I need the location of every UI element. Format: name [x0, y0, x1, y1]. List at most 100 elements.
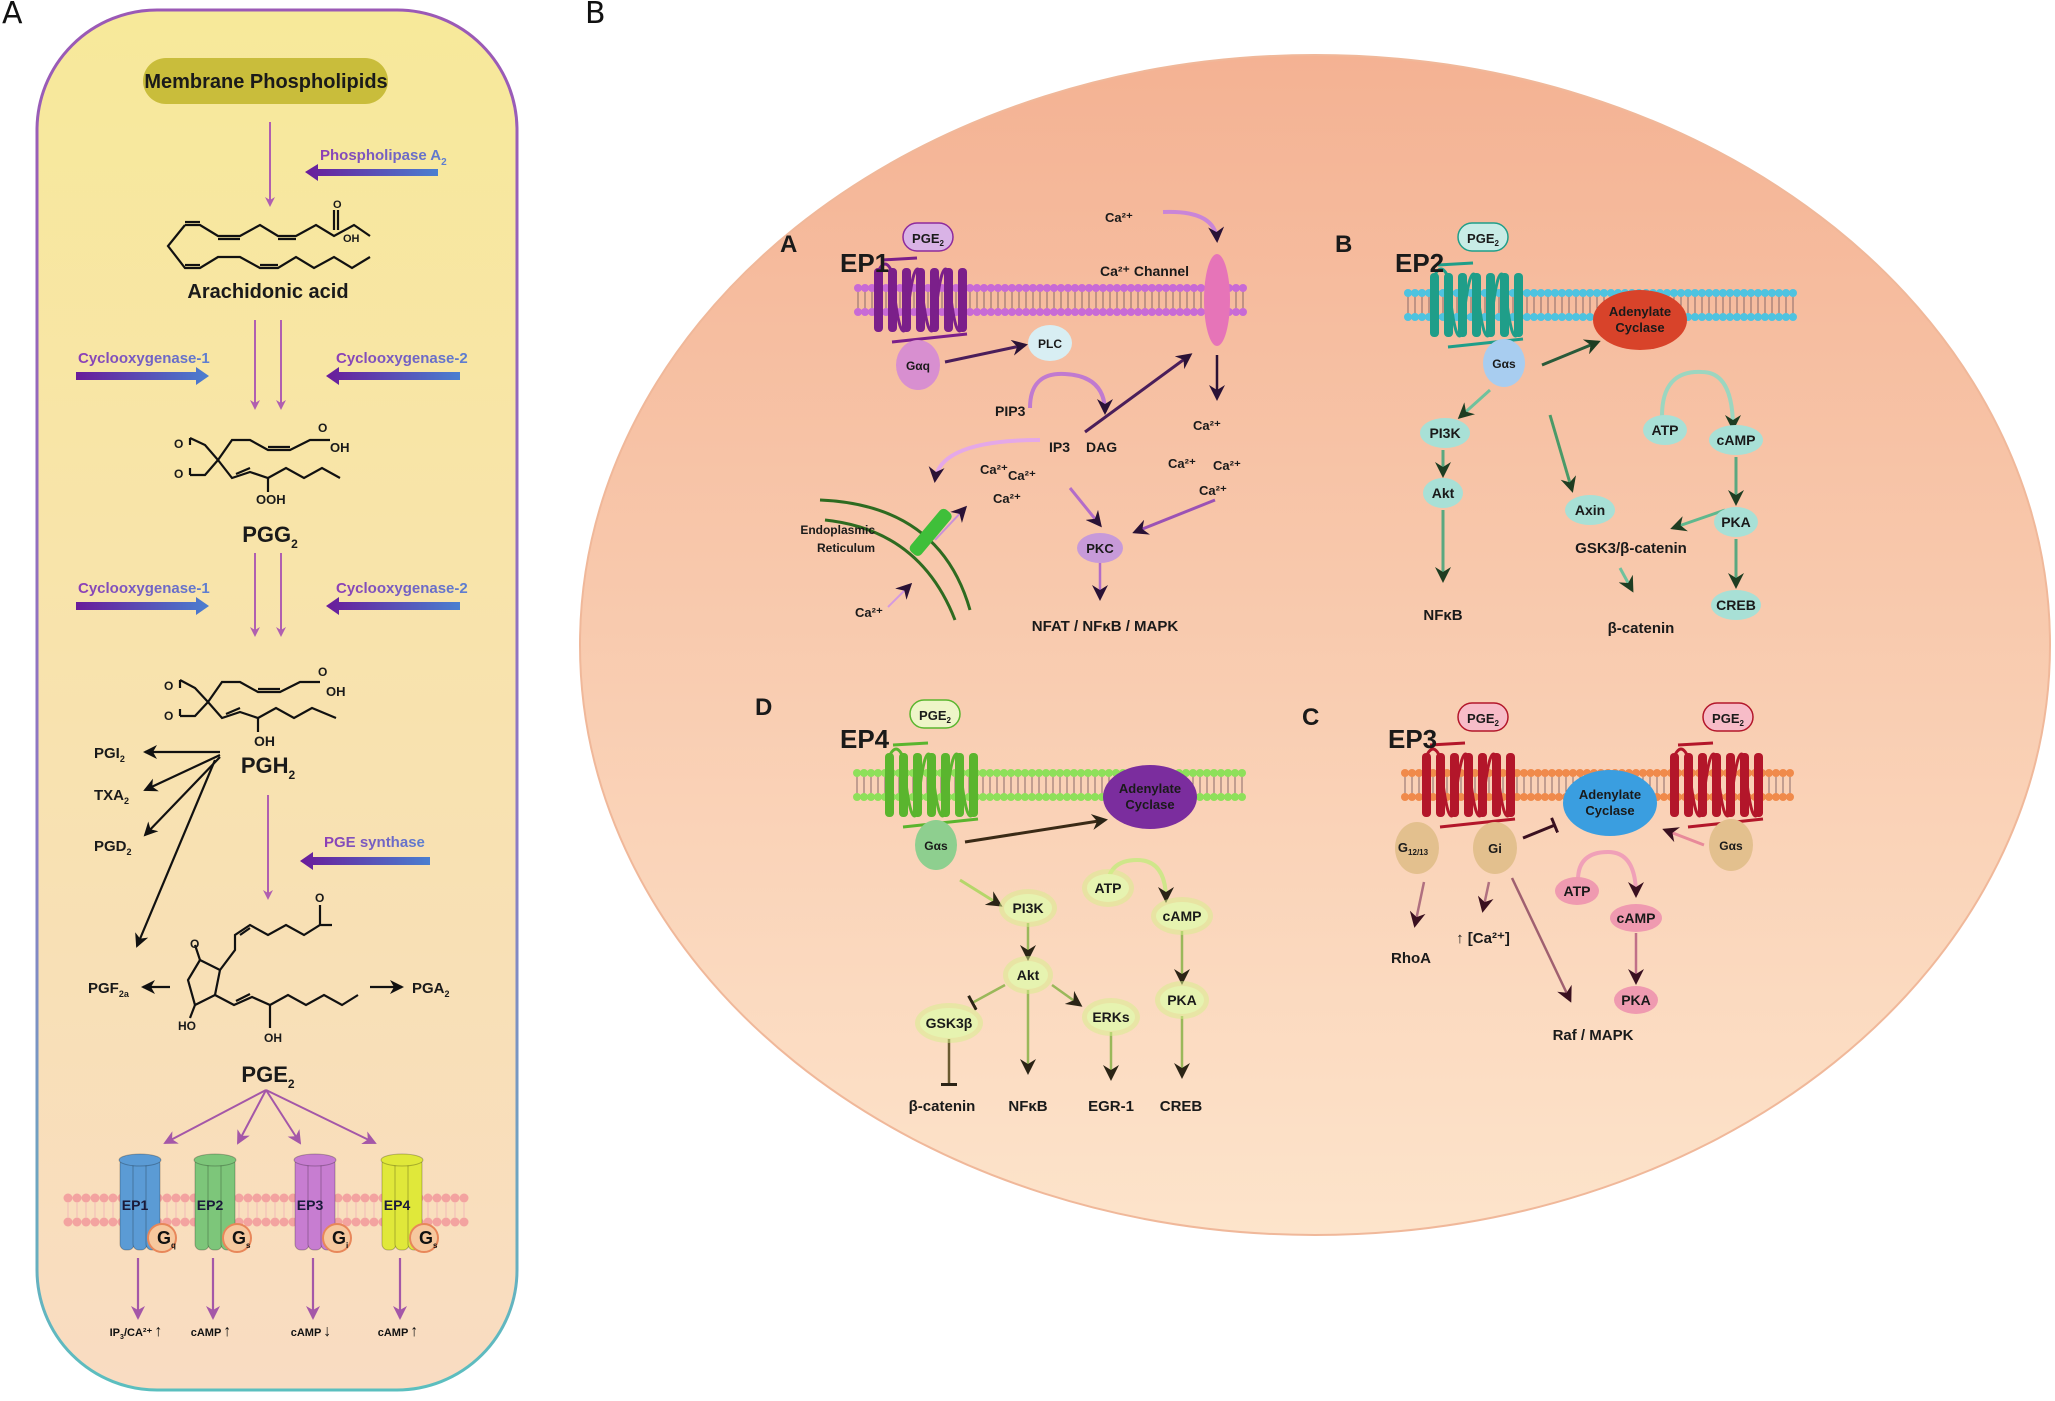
svg-text:PKC: PKC — [1086, 541, 1114, 556]
signal-arrow — [1510, 877, 1572, 1003]
receptor-7tm-ep4 — [885, 741, 979, 829]
svg-text:Gαs: Gαs — [1492, 357, 1516, 371]
lipid-head — [450, 1193, 460, 1203]
panel-a-biosynthesis: Membrane Phospholipids Phospholipase A2 … — [35, 8, 519, 1392]
ca-ion: Ca²⁺ — [1168, 456, 1196, 471]
ca-ion: Ca²⁺ — [1199, 483, 1227, 498]
ca-channel — [1204, 254, 1230, 346]
lipid-head — [423, 1193, 433, 1203]
ca-ion: Ca²⁺ — [855, 605, 883, 620]
ep2-bcatenin: β-catenin — [1608, 620, 1675, 637]
svg-text:Akt: Akt — [1432, 485, 1455, 501]
lipid-head — [171, 1217, 181, 1227]
ip3-receptor-channel — [909, 508, 952, 556]
lipid-head — [369, 1193, 379, 1203]
lipid-head — [180, 1217, 190, 1227]
svg-text:PKA: PKA — [1621, 992, 1651, 1008]
lipid-head — [171, 1193, 181, 1203]
node-gas — [915, 820, 957, 870]
panel-a-frame — [35, 8, 519, 1392]
node-g1213 — [1395, 822, 1439, 874]
ligand-pge2 — [1457, 222, 1509, 252]
ca-channel-label: Ca²⁺ Channel — [1100, 263, 1189, 279]
node-creb — [1711, 590, 1761, 620]
lipid-head — [351, 1193, 361, 1203]
ligand-pge2 — [1702, 702, 1754, 732]
ep4-output-bcatenin: β-catenin — [909, 1098, 976, 1115]
svg-text:PKA: PKA — [1721, 514, 1751, 530]
atom-label: OOH — [256, 492, 286, 507]
pgg2-structure — [188, 437, 341, 492]
ligand-pge2 — [902, 222, 954, 252]
svg-text:ATP: ATP — [1564, 883, 1591, 899]
node-gas — [1709, 819, 1753, 871]
receptor-label: EP2 — [197, 1197, 224, 1213]
arrow-icon: ↑ — [154, 1323, 162, 1340]
ep2-gsk3-bcatenin: GSK3/β-catenin — [1575, 540, 1687, 557]
receptor-ep1: EP1 — [840, 248, 889, 278]
pge2-structure — [186, 905, 359, 1028]
svg-text:Gαs: Gαs — [1719, 839, 1743, 853]
svg-text:CREB: CREB — [1716, 597, 1756, 613]
er-label: Reticulum — [817, 541, 875, 555]
ep3-calcium: ↑ [Ca²⁺] — [1456, 930, 1510, 947]
atom-label: OH — [326, 684, 346, 699]
signal-arrow — [1477, 881, 1494, 913]
lipid-head — [180, 1193, 190, 1203]
svg-text:Cyclase: Cyclase — [1615, 320, 1664, 335]
pgh2-structure — [178, 679, 337, 732]
enzyme-arrow-cox2 — [326, 367, 460, 385]
compound-pge2: PGE2 — [241, 1062, 294, 1091]
signal-arrow — [1660, 369, 1741, 431]
lipid-head — [81, 1217, 91, 1227]
lipid-head — [234, 1193, 244, 1203]
ep3-raf-mapk: Raf / MAPK — [1553, 1027, 1634, 1044]
quadrant-letter-a: A — [780, 231, 797, 258]
ca-ion: Ca²⁺ — [980, 462, 1008, 477]
side-product-pga2: PGA2 — [412, 980, 450, 999]
svg-text:PLC: PLC — [1038, 337, 1062, 351]
node-atp — [1087, 874, 1129, 902]
svg-text:PI3K: PI3K — [1012, 900, 1043, 916]
lipid-head — [351, 1217, 361, 1227]
signal-arrow — [1068, 487, 1102, 528]
atom-label: O — [174, 437, 183, 451]
ligand-label: PGE2 — [912, 231, 944, 248]
lipid-head — [108, 1217, 118, 1227]
signal-arrow — [1670, 508, 1726, 532]
lipid-head — [342, 1193, 352, 1203]
receptor-ep3: EP3 — [1388, 724, 1437, 754]
node-pka — [1714, 507, 1758, 537]
arrow-icon: ↓ — [323, 1323, 331, 1340]
receptor-label: EP3 — [297, 1197, 324, 1213]
signal-arrow — [1541, 339, 1601, 367]
lipid-head — [72, 1193, 82, 1203]
side-product-pgi2: PGI2 — [94, 745, 125, 764]
signal-arrow — [887, 582, 913, 608]
atom-label: OH — [343, 233, 360, 245]
signal-arrow — [1576, 849, 1644, 898]
node-pkc — [1077, 533, 1123, 563]
compound-pgg2: PGG2 — [242, 522, 298, 551]
receptor-label: EP4 — [384, 1197, 411, 1213]
quadrant-letter-b: B — [1335, 231, 1352, 258]
lipid-head — [333, 1193, 343, 1203]
receptor-arrow — [237, 1089, 267, 1145]
receptor-7tm-ep1 — [874, 256, 968, 344]
node-atp — [1643, 415, 1687, 445]
g-protein — [222, 1223, 252, 1253]
lipid-head — [252, 1217, 262, 1227]
ligand-label: PGE2 — [919, 708, 951, 725]
lipid-head — [459, 1193, 469, 1203]
svg-text:cAMP: cAMP — [1717, 432, 1756, 448]
receptor-output: cAMP↓ — [291, 1323, 332, 1340]
side-product-pgd2: PGD2 — [94, 838, 132, 857]
ep4-output-egr1: EGR-1 — [1088, 1098, 1134, 1115]
lipid-head — [369, 1217, 379, 1227]
lipid-head — [99, 1193, 109, 1203]
svg-text:cAMP: cAMP — [1163, 908, 1202, 924]
enzyme-arrow-cox1 — [76, 367, 209, 385]
panel-b-signaling: A EP1 PGE2 Ca²⁺ Ca²⁺ Channel Gαq PLC PIP… — [579, 54, 2051, 1236]
